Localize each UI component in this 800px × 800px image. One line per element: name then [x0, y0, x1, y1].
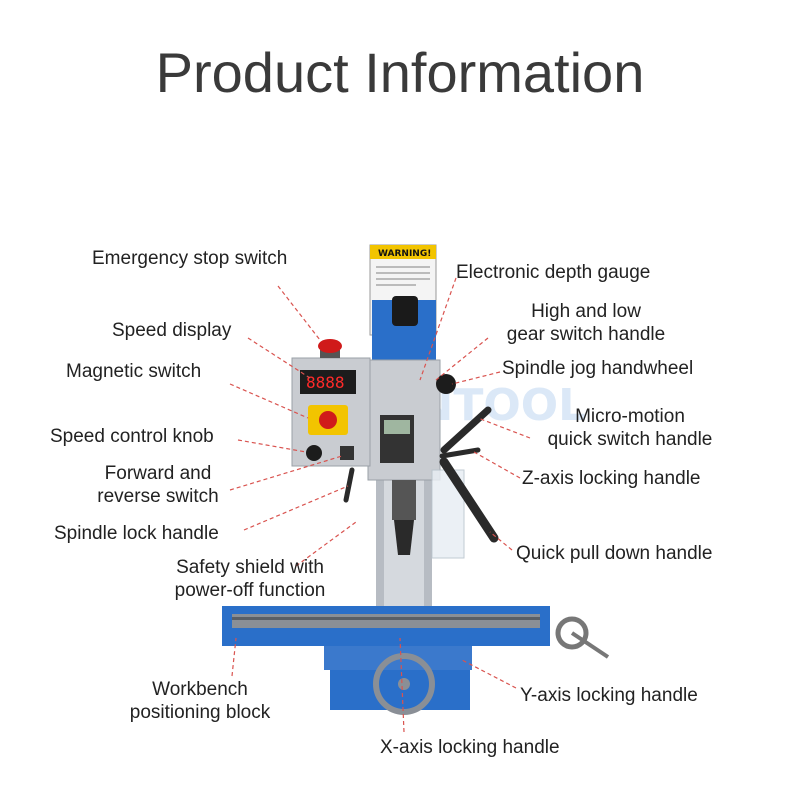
- y-handwheel-icon: [373, 653, 435, 715]
- label-forward-reverse-line2: reverse switch: [97, 486, 219, 507]
- label-micro-motion: Micro-motion quick switch handle: [530, 405, 730, 451]
- warning-label: WARNING!: [378, 249, 431, 259]
- label-workbench-line1: Workbench: [152, 679, 248, 700]
- label-forward-reverse-line1: Forward and: [104, 463, 212, 484]
- spindle-quill: [392, 480, 416, 520]
- label-quick-pull: Quick pull down handle: [516, 543, 713, 564]
- magnetic-switch-button-icon: [319, 411, 337, 429]
- label-micro-motion-line2: quick switch handle: [547, 429, 713, 450]
- quick-pull-handle: [439, 457, 499, 543]
- machine-base: [330, 670, 470, 710]
- label-y-axis: Y-axis locking handle: [520, 685, 698, 706]
- emergency-stop-icon: [318, 339, 342, 353]
- label-x-axis: X-axis locking handle: [380, 737, 560, 758]
- speed-control-knob-icon: [306, 445, 322, 461]
- drill-chuck: [394, 520, 414, 555]
- gear-knob-icon: [392, 296, 418, 326]
- label-z-axis: Z-axis locking handle: [522, 468, 701, 489]
- label-workbench-line2: positioning block: [129, 702, 271, 723]
- speed-display-digits: 8888: [306, 373, 345, 392]
- x-handwheel-icon: [555, 616, 589, 650]
- label-safety-shield-line2: power-off function: [174, 580, 326, 601]
- label-forward-reverse: Forward and reverse switch: [86, 462, 230, 508]
- label-emergency-stop: Emergency stop switch: [92, 248, 288, 269]
- label-gear-switch-line1: High and low: [531, 301, 641, 322]
- z-axis-lock-handle: [439, 447, 481, 459]
- spindle-lock-handle: [343, 467, 355, 503]
- label-safety-shield: Safety shield with power-off function: [156, 556, 344, 602]
- micro-motion-handle: [440, 406, 492, 454]
- label-workbench: Workbench positioning block: [112, 678, 288, 724]
- table-slot: [232, 614, 540, 628]
- speed-display: [300, 370, 356, 394]
- page-title: Product Information: [155, 41, 645, 104]
- label-depth-gauge: Electronic depth gauge: [456, 262, 651, 283]
- forward-reverse-switch-icon: [340, 446, 354, 460]
- warning-header: [370, 245, 436, 259]
- label-gear-switch-line2: gear switch handle: [506, 324, 666, 345]
- label-speed-display: Speed display: [112, 320, 232, 341]
- label-safety-shield-line1: Safety shield with: [176, 557, 324, 578]
- label-micro-motion-line1: Micro-motion: [575, 406, 685, 427]
- spindle-jog-handwheel-icon: [436, 374, 456, 394]
- label-gear-switch: High and low gear switch handle: [488, 300, 684, 346]
- label-spindle-lock: Spindle lock handle: [54, 523, 219, 544]
- label-magnetic-switch: Magnetic switch: [66, 361, 202, 382]
- label-jog-handwheel: Spindle jog handwheel: [502, 358, 694, 379]
- label-speed-control-knob: Speed control knob: [50, 426, 214, 447]
